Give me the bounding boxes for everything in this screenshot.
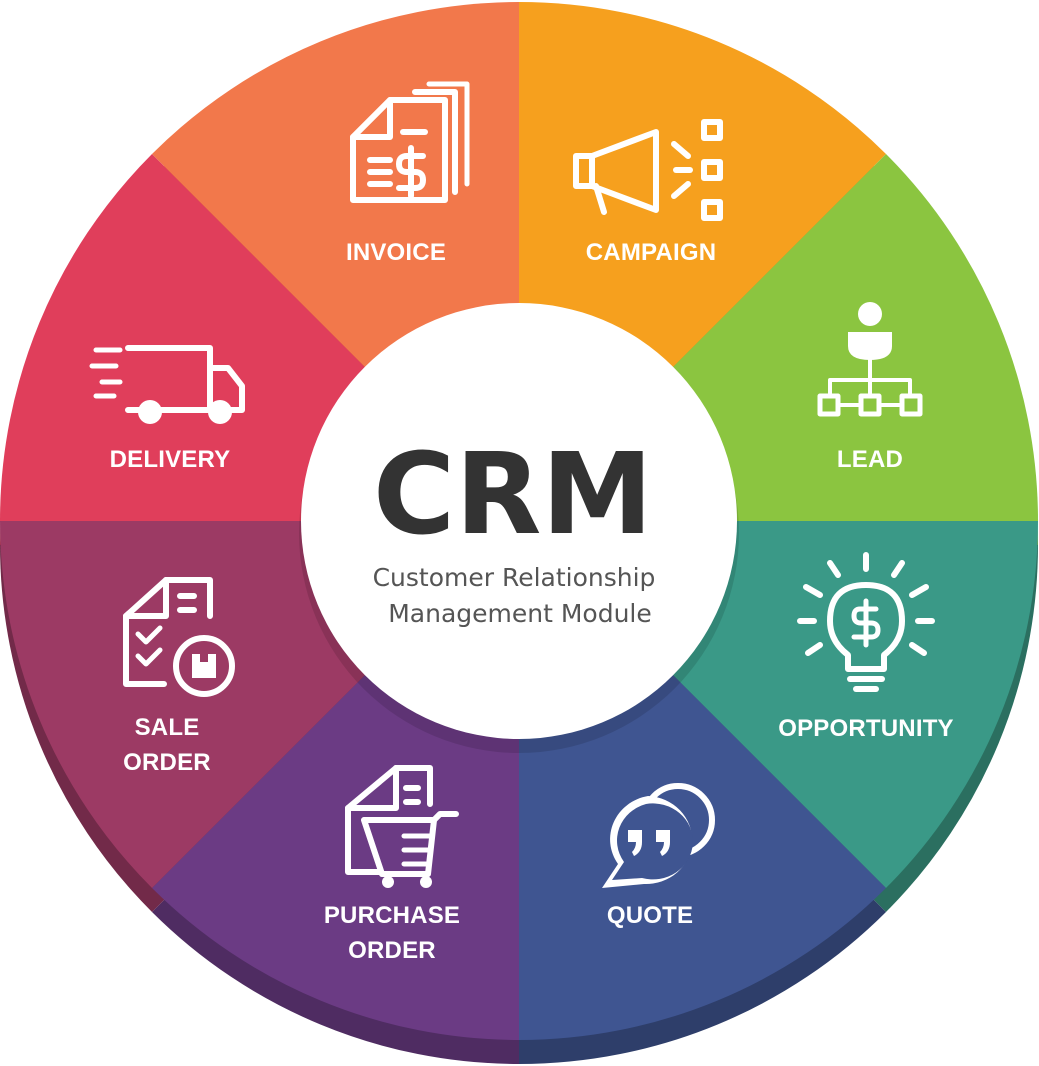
crm-subtitle-line2: Management Module (388, 599, 652, 628)
sale-label-line2: ORDER (123, 749, 211, 776)
speech-bubble-quote-icon (602, 783, 715, 888)
segment-labels: INVOICE CAMPAIGN LEAD DELIVERY OPPORTUNI… (110, 239, 954, 964)
purchase-label-line1: PURCHASE (324, 902, 460, 929)
invoice-label: INVOICE (346, 239, 446, 266)
campaign-label: CAMPAIGN (586, 239, 716, 266)
quote-label: QUOTE (607, 902, 693, 929)
hierarchy-person-icon (817, 302, 923, 417)
lead-label: LEAD (837, 446, 903, 473)
delivery-label: DELIVERY (110, 446, 231, 473)
invoice-dollar-icon (350, 81, 470, 203)
checklist-box-icon (123, 577, 235, 697)
purchase-label-line2: ORDER (348, 937, 436, 964)
center-disc (301, 303, 737, 739)
lightbulb-dollar-icon (797, 552, 935, 692)
delivery-truck-icon (89, 345, 245, 424)
opportunity-label: OPPORTUNITY (778, 715, 954, 742)
megaphone-icon (573, 119, 723, 221)
sale-label-line1: SALE (135, 714, 200, 741)
crm-subtitle-line1: Customer Relationship (373, 563, 656, 592)
document-cart-icon (345, 765, 459, 888)
crm-title: CRM (373, 430, 653, 560)
